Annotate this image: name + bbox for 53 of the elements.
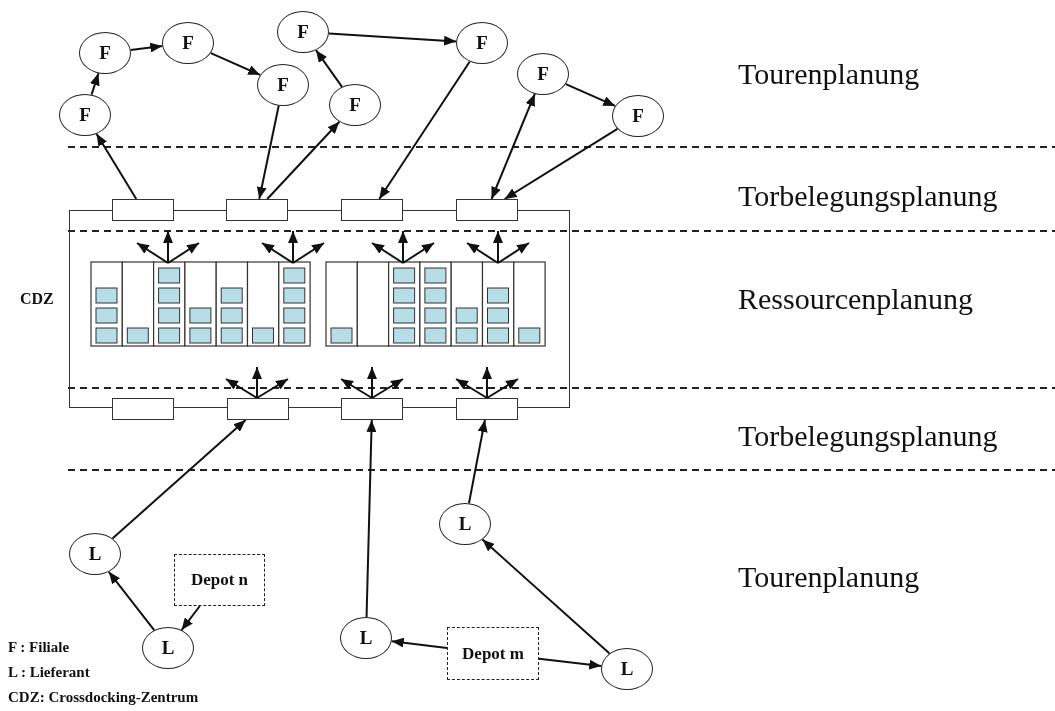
dock-gate	[226, 199, 288, 221]
location-circle: L	[69, 533, 121, 575]
arrow	[209, 52, 262, 76]
dock-gate	[456, 398, 518, 420]
location-circle: L	[439, 503, 491, 545]
location-circle: F	[79, 32, 131, 74]
location-circle: F	[612, 95, 664, 137]
arrow	[467, 419, 488, 505]
band-label: Ressourcenplanung	[738, 282, 973, 316]
dock-gate	[227, 398, 289, 420]
arrow	[564, 83, 617, 107]
key-text: CDZ: Crossdocking-Zentrum	[8, 689, 199, 706]
arrow	[95, 132, 138, 200]
arrow	[327, 32, 458, 46]
dock-gate	[456, 199, 518, 221]
arrow	[314, 49, 344, 88]
location-circle: F	[162, 22, 214, 64]
arrow	[90, 72, 100, 96]
location-circle: L	[142, 627, 194, 669]
location-circle: F	[329, 84, 381, 126]
arrow	[256, 104, 280, 200]
arrow	[266, 120, 341, 200]
dock-gate	[341, 199, 403, 221]
band-label: Torbelegungsplanung	[738, 419, 998, 453]
arrow	[180, 605, 201, 632]
location-circle: L	[340, 617, 392, 659]
arrow	[107, 570, 156, 632]
dock-gate	[112, 199, 174, 221]
arrow	[390, 637, 448, 649]
key-text: F : Filiale	[8, 639, 70, 656]
location-circle: L	[601, 648, 653, 690]
arrow	[129, 42, 164, 53]
arrow	[111, 419, 247, 540]
arrow	[503, 127, 619, 200]
location-circle: F	[257, 64, 309, 106]
arrow	[481, 538, 611, 655]
arrow	[365, 419, 377, 618]
location-circle: F	[517, 53, 569, 95]
band-label: Tourenplanung	[738, 560, 920, 594]
location-circle: F	[59, 94, 111, 136]
band-label: Torbelegungsplanung	[738, 179, 998, 213]
arrow	[538, 657, 603, 670]
depot-box: Depot n	[174, 554, 265, 606]
key-text: L : Lieferant	[8, 664, 90, 681]
dock-gate	[112, 398, 174, 420]
depot-box: Depot m	[447, 627, 539, 680]
arrow	[490, 92, 536, 200]
location-circle: F	[456, 22, 508, 64]
area-label: CDZ	[20, 290, 54, 308]
dock-gate	[341, 398, 403, 420]
arrow	[378, 60, 471, 200]
location-circle: F	[277, 11, 329, 53]
band-label: Tourenplanung	[738, 57, 920, 91]
